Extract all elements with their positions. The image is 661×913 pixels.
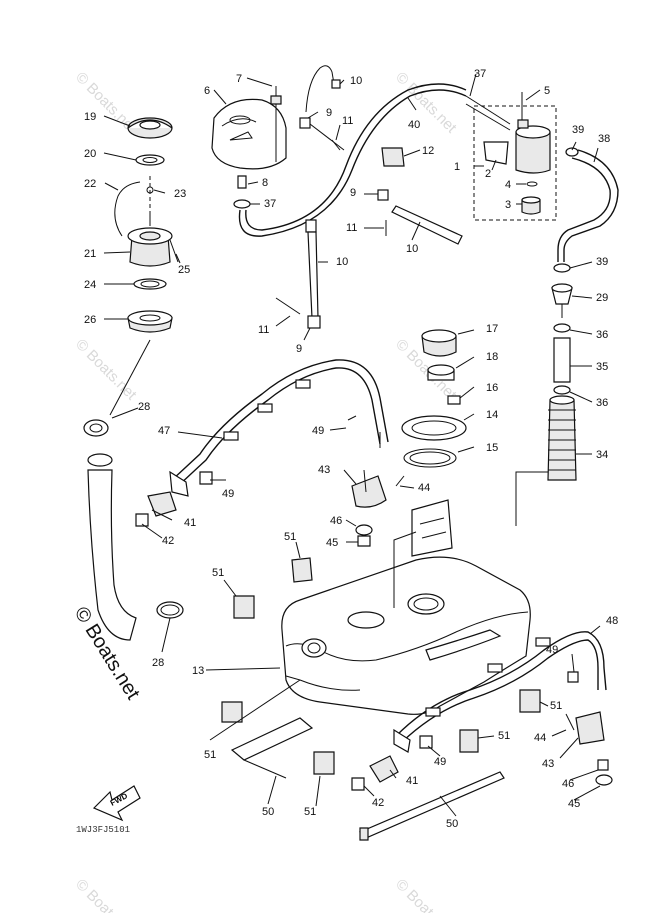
label-28-b: 28 (152, 657, 164, 669)
label-13: 13 (192, 665, 204, 677)
label-22: 22 (84, 178, 96, 190)
label-18: 18 (486, 351, 498, 363)
label-41-a: 41 (184, 517, 196, 529)
label-43-b: 43 (542, 758, 554, 770)
hose-40 (238, 83, 467, 237)
label-51-e: 51 (498, 730, 510, 742)
label-50-b: 50 (446, 818, 458, 830)
label-11-b: 11 (346, 222, 357, 234)
label-39-a: 39 (572, 124, 584, 136)
label-49-d: 49 (434, 756, 446, 768)
label-28-a: 28 (138, 401, 150, 413)
label-10-c: 10 (336, 256, 348, 268)
fuel-hose-47 (169, 359, 405, 547)
label-11-c: 11 (258, 324, 269, 336)
label-44-b: 44 (534, 732, 546, 744)
label-45-b: 45 (568, 798, 580, 810)
label-41-b: 41 (406, 775, 418, 787)
fwd-arrow: FWD (92, 785, 141, 822)
label-15: 15 (486, 442, 498, 454)
label-42-a: 42 (162, 535, 174, 547)
label-38: 38 (598, 133, 610, 145)
label-6: 6 (204, 85, 210, 97)
filter-cover-6 (211, 98, 287, 170)
label-49-a: 49 (312, 425, 324, 437)
watermark-faint-6: © Boats.net (72, 876, 140, 913)
label-43-a: 43 (318, 464, 330, 476)
label-48: 48 (606, 615, 618, 627)
label-23: 23 (174, 188, 186, 200)
watermark-faint-3: © Boats.net (72, 336, 140, 404)
label-24: 24 (84, 279, 96, 291)
bracket-41-left (135, 471, 213, 527)
label-47: 47 (158, 425, 170, 437)
label-8: 8 (262, 177, 268, 189)
fuel-tank-13 (281, 531, 531, 715)
strip-50-left (230, 717, 314, 761)
label-51-b: 51 (212, 567, 224, 579)
label-25: 25 (178, 264, 190, 276)
label-46-b: 46 (562, 778, 574, 790)
drawing-code: 1WJ3FJ5101 (76, 825, 130, 835)
label-10-b: 10 (406, 243, 418, 255)
label-16: 16 (486, 382, 498, 394)
label-37-a: 37 (474, 68, 486, 80)
label-50-a: 50 (262, 806, 274, 818)
label-39-b: 39 (596, 256, 608, 268)
cable-ties (275, 65, 463, 329)
right-fuel-line-parts (515, 263, 577, 526)
watermark-faint-2: © Boats.net (392, 69, 460, 137)
filler-cap-assembly (114, 117, 179, 333)
fuel-filter-assembly (465, 92, 557, 221)
hose-38 (557, 147, 619, 262)
label-4: 4 (505, 179, 511, 191)
label-14: 14 (486, 409, 498, 421)
label-45-a: 45 (326, 537, 338, 549)
label-34: 34 (596, 449, 608, 461)
label-9-c: 9 (296, 343, 302, 355)
label-2: 2 (485, 168, 491, 180)
part-labels: 1 2 3 4 5 6 7 8 9 10 11 12 9 11 10 10 11… (84, 68, 618, 830)
label-42-b: 42 (372, 797, 384, 809)
label-9-b: 9 (350, 187, 356, 199)
label-49-c: 49 (546, 644, 558, 656)
label-44-a: 44 (418, 482, 430, 494)
label-9-a: 9 (326, 107, 332, 119)
fuel-hose-48 (351, 631, 613, 791)
fuel-pump-parts (401, 329, 467, 577)
label-36-a: 36 (596, 329, 608, 341)
label-51-f: 51 (550, 700, 562, 712)
label-21: 21 (84, 248, 96, 260)
label-37-b: 37 (264, 198, 276, 210)
clamp-28 (156, 601, 184, 619)
label-36-b: 36 (596, 397, 608, 409)
label-12: 12 (422, 145, 434, 157)
label-29: 29 (596, 292, 608, 304)
bolts-7-8 (233, 86, 282, 209)
label-1: 1 (454, 161, 460, 173)
watermark-faint-7: © Boats.net (392, 876, 460, 913)
leader-lines (103, 73, 601, 817)
label-35: 35 (596, 361, 608, 373)
label-20: 20 (84, 148, 96, 160)
label-49-b: 49 (222, 488, 234, 500)
clip-12 (381, 147, 405, 167)
label-51-a: 51 (284, 531, 296, 543)
label-10-a: 10 (350, 75, 362, 87)
label-40: 40 (408, 119, 420, 131)
label-19: 19 (84, 111, 96, 123)
label-11-a: 11 (342, 115, 353, 127)
label-17: 17 (486, 323, 498, 335)
pads-51 (221, 557, 541, 775)
label-51-c: 51 (204, 749, 216, 761)
label-7: 7 (236, 73, 242, 85)
label-26: 26 (84, 314, 96, 326)
hose-28 (83, 339, 151, 641)
label-5: 5 (544, 85, 550, 97)
label-3: 3 (505, 199, 511, 211)
faint-watermarks: © Boats.net © Boats.net © Boats.net © Bo… (72, 69, 460, 913)
label-46-a: 46 (330, 515, 342, 527)
label-51-d: 51 (304, 806, 316, 818)
